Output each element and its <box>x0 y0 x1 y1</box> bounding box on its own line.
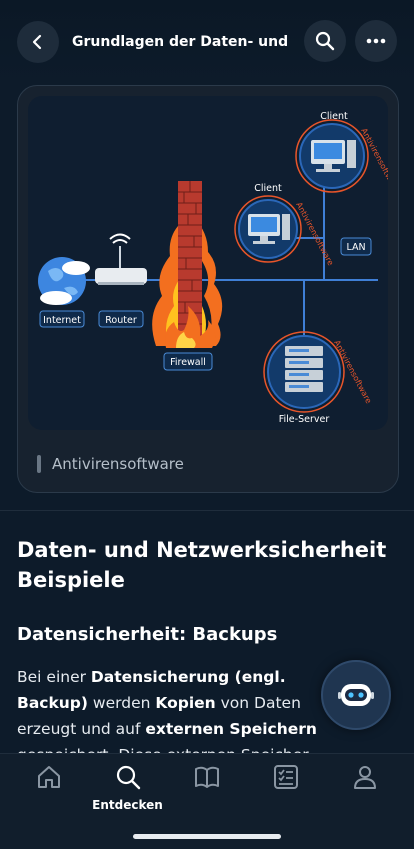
internet-globe-icon <box>38 257 90 305</box>
figure-card: Internet Router <box>17 85 399 493</box>
client-mid-label: Client <box>254 183 282 194</box>
client-top-label: Client <box>320 111 348 122</box>
user-icon <box>353 766 376 789</box>
back-button[interactable] <box>17 21 59 63</box>
client-computer-icon <box>295 119 369 193</box>
tab-discover[interactable]: Entdecken <box>88 754 167 824</box>
tab-discover-label: Entdecken <box>92 798 163 812</box>
home-indicator <box>133 834 281 839</box>
network-diagram[interactable]: Internet Router <box>28 96 388 430</box>
search-button[interactable] <box>304 20 346 62</box>
tab-library[interactable] <box>167 754 246 824</box>
book-icon <box>194 766 219 788</box>
client-computer-icon <box>234 195 302 263</box>
tab-home[interactable] <box>9 754 88 824</box>
file-server-label: File-Server <box>279 414 330 425</box>
page-title: Grundlagen der Daten- und Netzwerksicher… <box>72 34 294 50</box>
search-icon <box>116 765 140 790</box>
tab-profile[interactable] <box>325 754 404 824</box>
router-icon <box>95 233 147 285</box>
file-server-icon <box>263 331 345 413</box>
tab-tasks[interactable] <box>246 754 325 824</box>
bottom-tab-bar: Entdecken <box>0 753 414 849</box>
figure-caption: Antivirensoftware <box>52 455 184 473</box>
home-icon <box>37 766 60 788</box>
checklist-icon <box>273 765 298 789</box>
internet-label: Internet <box>43 315 81 326</box>
lan-label: LAN <box>346 242 365 253</box>
section-heading: Datensicherheit: Backups <box>17 624 278 645</box>
caption-marker <box>37 455 41 473</box>
section-divider <box>0 510 414 511</box>
assistant-bot-button[interactable] <box>321 660 391 730</box>
article-paragraph: Bei einer Datensicherung (engl. Backup) … <box>17 668 317 754</box>
router-label: Router <box>105 315 137 326</box>
robot-icon <box>338 684 374 706</box>
article-heading: Daten- und Netzwerksicherheit Beispiele <box>17 538 387 592</box>
more-horizontal-icon <box>366 38 386 44</box>
chevron-left-icon <box>32 34 42 50</box>
search-icon <box>315 31 335 51</box>
firewall-label: Firewall <box>170 357 206 368</box>
more-options-button[interactable] <box>355 20 397 62</box>
firewall-icon <box>152 181 223 348</box>
top-bar: Grundlagen der Daten- und Netzwerksicher… <box>0 0 414 84</box>
